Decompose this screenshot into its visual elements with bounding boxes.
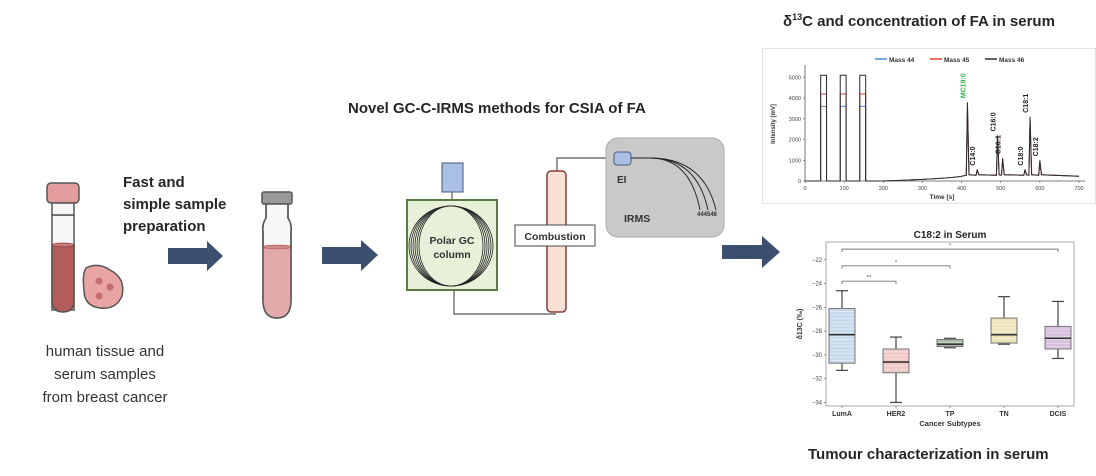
arrow-icon	[168, 241, 223, 271]
gcc-irms-title: Novel GC-C-IRMS methods for CSIA of FA	[348, 100, 646, 117]
arrow-icon	[322, 240, 378, 271]
transfer-line	[556, 157, 616, 171]
x-tick-label: TN	[999, 411, 1008, 418]
peak-label: C18:2	[1033, 137, 1040, 156]
y-tick-label: −28	[812, 329, 823, 335]
y-tick-label: −24	[812, 282, 823, 288]
significance-bracket	[841, 248, 1059, 253]
collector-labels: 444546	[697, 212, 718, 218]
prep-line: Fast and	[123, 174, 185, 191]
y-tick-label: 3000	[789, 117, 801, 123]
y-tick-label: 2000	[789, 138, 801, 144]
x-tick-label: HER2	[887, 411, 906, 418]
arrow-icon	[722, 236, 780, 268]
y-tick-label: 1000	[789, 158, 801, 164]
injector-icon	[441, 162, 464, 193]
box-her2	[882, 348, 910, 374]
y-tick-label: −32	[812, 377, 823, 383]
caption-line: from breast cancer	[42, 389, 168, 406]
x-tick-label: LumA	[832, 411, 852, 418]
isotope-superscript: 13	[792, 12, 803, 22]
vial-icon	[261, 191, 293, 319]
gc-column-label: Polar GC	[430, 235, 475, 247]
ei-label: EI	[617, 175, 627, 186]
chromatogram-chart: Mass 44 Mass 45 Mass 46 0 100 200 300 400 500 600…	[771, 57, 1085, 201]
sample-prep-label: Fast and simple sample preparation	[123, 172, 226, 238]
transfer-line	[453, 290, 556, 315]
x-tick-label: 700	[1074, 186, 1083, 192]
y-tick-label: −34	[812, 400, 823, 406]
significance-label: **	[867, 276, 872, 282]
peak-label: MC19:0	[960, 73, 967, 98]
prep-line: preparation	[123, 218, 206, 235]
y-axis-label: δ13C (‰)	[797, 309, 804, 340]
significance-bracket	[841, 280, 897, 285]
peak-label: C18:0	[1018, 146, 1025, 165]
boxplot-chart: C18:2 in Serum −22 −24 −26 −28 −30 −32 −34 δ13C …	[797, 230, 1075, 428]
tumour-title: Tumour characterization in serum	[808, 446, 1049, 463]
x-tick-label: 100	[840, 186, 849, 192]
irms-label: IRMS	[624, 213, 650, 225]
x-tick-label: 400	[957, 186, 966, 192]
combustion-label: Combustion	[524, 231, 585, 243]
y-tick-label: 5000	[789, 75, 801, 81]
peak-label: C16:1	[996, 135, 1003, 154]
trace-mass-46	[805, 74, 1080, 182]
y-tick-label: 0	[798, 179, 801, 185]
caption-line: human tissue and	[45, 343, 165, 360]
tissue-icon	[82, 264, 124, 309]
boxplot-panel: C18:2 in Serum −22 −24 −26 −28 −30 −32 −34 δ13C …	[790, 228, 1090, 438]
significance-label: *	[895, 260, 898, 266]
gc-column-label: column	[433, 249, 470, 261]
x-axis-label: Time [s]	[930, 194, 955, 201]
legend-label: Mass 44	[889, 57, 915, 64]
legend-label: Mass 45	[944, 57, 970, 64]
legend-label: Mass 46	[999, 57, 1025, 64]
y-axis-label: Intensity [mV]	[771, 104, 777, 144]
peak-label: C18:1	[1023, 94, 1030, 113]
x-tick-label: 600	[1035, 186, 1044, 192]
x-tick-label: 0	[803, 186, 806, 192]
box-tp	[936, 338, 964, 348]
delta-symbol: δ	[783, 13, 793, 30]
x-axis-label: Cancer Subtypes	[919, 419, 980, 428]
caption-line: serum samples	[54, 366, 156, 383]
y-tick-label: −26	[812, 305, 823, 311]
y-tick-label: −22	[812, 258, 823, 264]
x-tick-label: 300	[918, 186, 927, 192]
blood-tube-icon	[46, 182, 80, 313]
box-tn	[990, 317, 1018, 344]
chromatogram-panel: Mass 44 Mass 45 Mass 46 0 100 200 300 400 500 600…	[762, 48, 1096, 204]
y-tick-label: 4000	[789, 96, 801, 102]
irms-box	[605, 137, 725, 238]
combustion-label-box	[514, 224, 596, 247]
ion-beams	[631, 157, 717, 211]
title-text: C and concentration of FA in serum	[802, 13, 1055, 30]
significance-label: *	[949, 244, 952, 250]
coil-icon	[408, 205, 494, 287]
prep-line: simple sample	[123, 196, 227, 213]
x-tick-label: 500	[996, 186, 1005, 192]
x-tick-label: DCIS	[1050, 411, 1067, 418]
significance-bracket	[841, 265, 951, 269]
samples-caption: human tissue and serum samples from brea…	[15, 340, 195, 409]
serum-concentration-title: δ13C and concentration of FA in serum	[783, 12, 1055, 30]
x-tick-label: 200	[879, 186, 888, 192]
y-tick-label: −30	[812, 353, 823, 359]
x-tick-label: TP	[946, 411, 955, 418]
peak-label: C16:0	[991, 112, 998, 131]
peak-label: C14:0	[970, 146, 977, 165]
ei-source-icon	[613, 151, 632, 166]
boxplot-title: C18:2 in Serum	[914, 230, 987, 241]
